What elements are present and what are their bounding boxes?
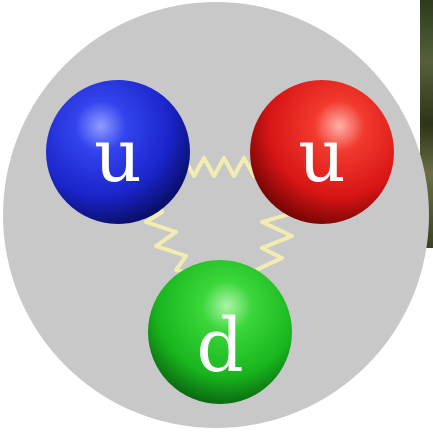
quark-up-blue: u xyxy=(46,80,190,224)
quark-label-u-red: u xyxy=(298,113,346,199)
quark-up-red: u xyxy=(250,80,394,224)
quark-down-green: d xyxy=(148,260,292,404)
quark-label-d-green: d xyxy=(196,303,243,389)
quark-label-u-blue: u xyxy=(94,113,142,199)
